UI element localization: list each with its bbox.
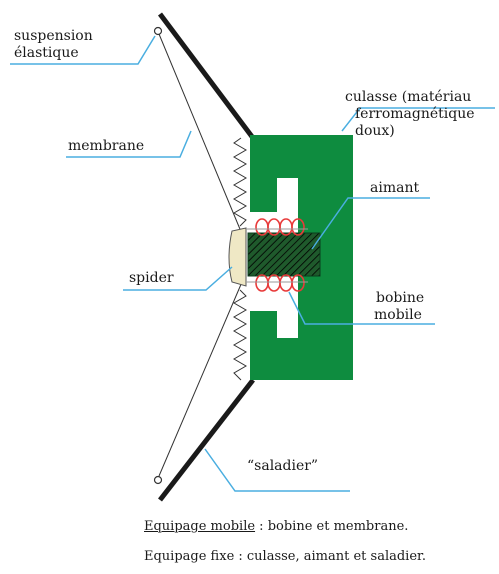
label-membrane: membrane xyxy=(68,138,145,154)
zigzag-top xyxy=(233,137,247,227)
footer-line1-term: Equipage mobile xyxy=(144,519,256,534)
bobine-coil xyxy=(255,218,305,292)
culasse xyxy=(250,135,353,380)
membrane-top-line xyxy=(158,33,243,235)
footer-line1-rest: : bobine et membrane. xyxy=(255,519,409,534)
spider xyxy=(228,227,247,287)
aimant xyxy=(247,232,321,277)
label-culasse-line3: doux) xyxy=(355,123,395,139)
label-culasse-line1: culasse (matériau xyxy=(345,89,472,105)
leader-culasse xyxy=(341,107,495,132)
leader-suspension xyxy=(10,35,156,65)
label-aimant: aimant xyxy=(370,180,420,196)
label-spider: spider xyxy=(129,270,174,286)
suspension-top xyxy=(153,26,163,36)
suspension-bottom xyxy=(153,475,163,485)
label-bobine-line1: bobine xyxy=(376,290,425,306)
label-suspension-line2: élastique xyxy=(14,45,79,61)
leader-bobine xyxy=(288,291,435,325)
leader-membrane xyxy=(66,130,192,158)
label-suspension-line1: suspension xyxy=(14,28,93,44)
leader-saladier xyxy=(204,448,350,492)
footer-line1: Equipage mobile : bobine et membrane. xyxy=(144,518,408,535)
footer-line2: Equipage fixe : culasse, aimant et salad… xyxy=(144,549,426,564)
label-saladier: “saladier” xyxy=(247,458,319,474)
label-culasse-line2: ferromagnétique xyxy=(355,106,475,122)
label-bobine-line2: mobile xyxy=(374,307,422,323)
leader-spider xyxy=(123,266,233,291)
zigzag-bottom xyxy=(233,289,247,381)
saladier-top-frame xyxy=(158,12,255,140)
leader-aimant xyxy=(311,197,430,250)
saladier-bottom-frame xyxy=(158,378,255,502)
membrane-bottom-line xyxy=(158,281,243,477)
